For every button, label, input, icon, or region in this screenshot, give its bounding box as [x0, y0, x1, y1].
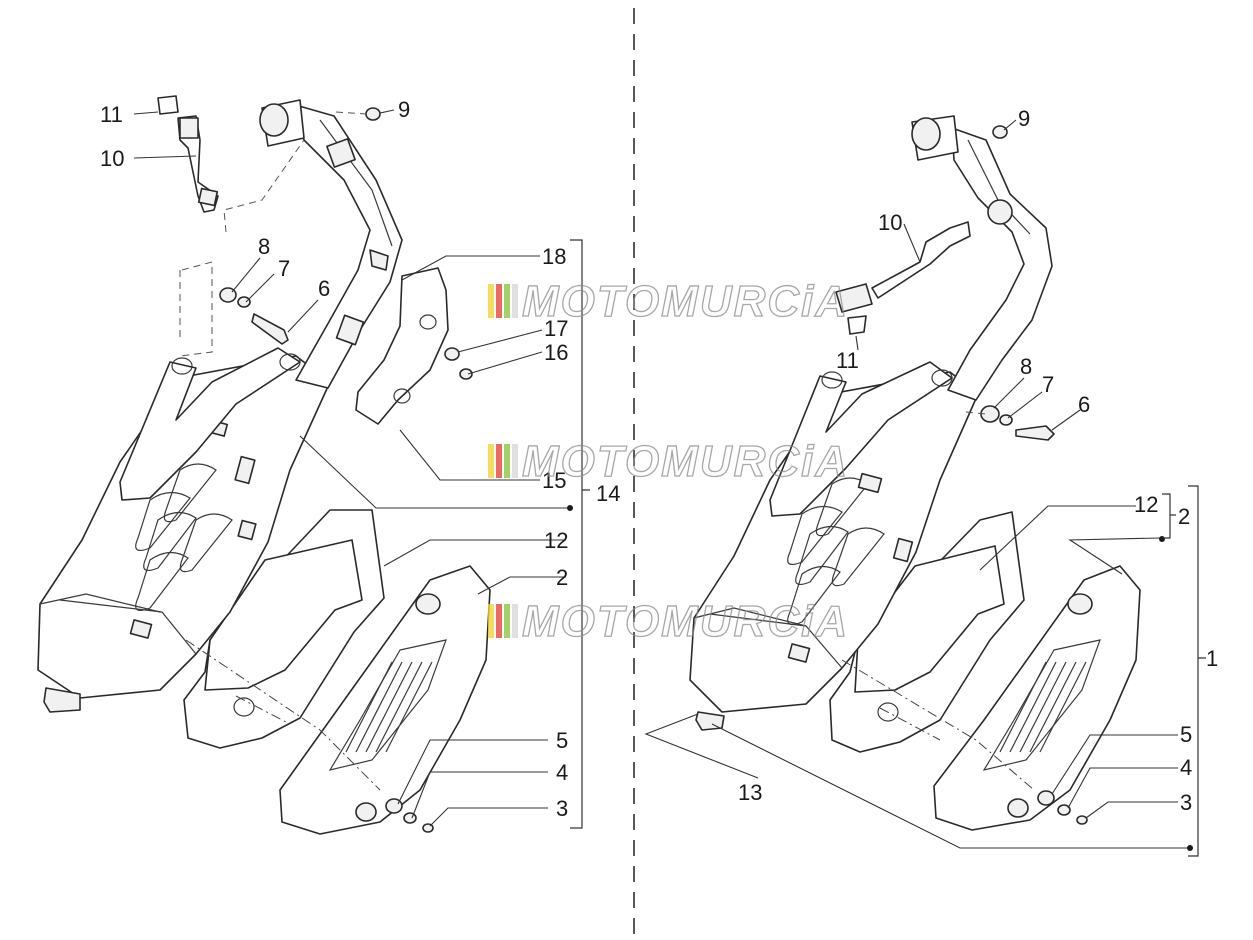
right-reference-dot-2 [1159, 536, 1165, 542]
right-callout-11: 11 [836, 348, 859, 373]
right-bolt-6 [1015, 425, 1055, 441]
left-callout-7: 7 [278, 256, 290, 281]
right-sensor-cap [847, 315, 867, 335]
watermark-top: MOTOMURCiA [488, 276, 849, 327]
right-reference-dot-1 [1187, 845, 1193, 851]
left-exhaust-assembly: 11 10 9 8 7 6 18 17 16 15 14 12 2 5 4 3 [37, 95, 620, 835]
right-muffler-body [689, 371, 979, 713]
right-grommet-5 [1037, 790, 1055, 806]
left-callout-9: 9 [398, 97, 410, 122]
right-exhaust-pipe [947, 127, 1053, 401]
right-group-bracket-2 [1162, 493, 1176, 539]
left-callout-2: 2 [556, 565, 568, 590]
right-callout-8: 8 [1020, 354, 1032, 379]
left-sensor-cap [157, 95, 179, 115]
right-screw-3 [1076, 815, 1088, 825]
right-lambda-sensor [871, 221, 971, 299]
right-washer-4 [1057, 804, 1071, 816]
right-callout-5: 5 [1180, 722, 1192, 747]
right-callout-12: 12 [1134, 492, 1158, 517]
right-callout-10: 10 [878, 210, 902, 235]
left-callout-12: 12 [544, 528, 568, 553]
left-pipe-heat-guard [355, 267, 449, 425]
left-callout-17: 17 [544, 316, 568, 341]
watermark-bottom: MOTOMURCiA [488, 596, 849, 647]
right-group-bracket-1 [1188, 485, 1206, 857]
left-reference-dot [567, 505, 573, 511]
left-callout-5: 5 [556, 728, 568, 753]
right-callout-2: 2 [1178, 504, 1190, 529]
left-bolt-6 [251, 313, 289, 345]
left-nut-16 [459, 368, 473, 380]
watermark-text: MOTOMURCiA [522, 597, 849, 646]
left-nut-17 [444, 347, 460, 361]
left-muffler-cover [279, 565, 491, 835]
watermark-logo-stripes [488, 284, 518, 318]
left-callout-18: 18 [542, 244, 566, 269]
right-callout-9: 9 [1018, 106, 1030, 131]
right-callout-3: 3 [1180, 790, 1192, 815]
left-washer-4 [403, 812, 417, 824]
watermark-text: MOTOMURCiA [522, 277, 849, 326]
left-callout-4: 4 [556, 760, 568, 785]
watermark-logo-stripes [488, 444, 518, 478]
left-callout-14: 14 [596, 481, 620, 506]
right-callout-6: 6 [1078, 392, 1090, 417]
left-callout-11: 11 [100, 102, 123, 127]
left-washer-7 [237, 296, 251, 308]
right-callout-7: 7 [1042, 372, 1054, 397]
right-callout-1: 1 [1206, 646, 1218, 671]
left-callout-16: 16 [544, 340, 568, 365]
left-callout-6: 6 [318, 276, 330, 301]
left-grommet-5 [385, 798, 403, 814]
right-nut-9 [992, 125, 1008, 139]
left-nut-9 [365, 107, 381, 121]
left-callout-15: 15 [542, 468, 566, 493]
left-callout-10: 10 [100, 146, 124, 171]
watermark-logo-stripes [488, 604, 518, 638]
watermark-text: MOTOMURCiA [522, 437, 849, 486]
watermark-middle: MOTOMURCiA [488, 436, 849, 487]
left-group-bracket [570, 239, 590, 829]
right-callout-4: 4 [1180, 755, 1192, 780]
right-callout-13: 13 [738, 780, 762, 805]
left-callout-8: 8 [258, 234, 270, 259]
left-muffler-body [37, 355, 331, 699]
left-callout-3: 3 [556, 796, 568, 821]
right-exhaust-assembly: 9 10 11 8 7 6 12 2 1 5 4 3 13 [644, 106, 1218, 857]
